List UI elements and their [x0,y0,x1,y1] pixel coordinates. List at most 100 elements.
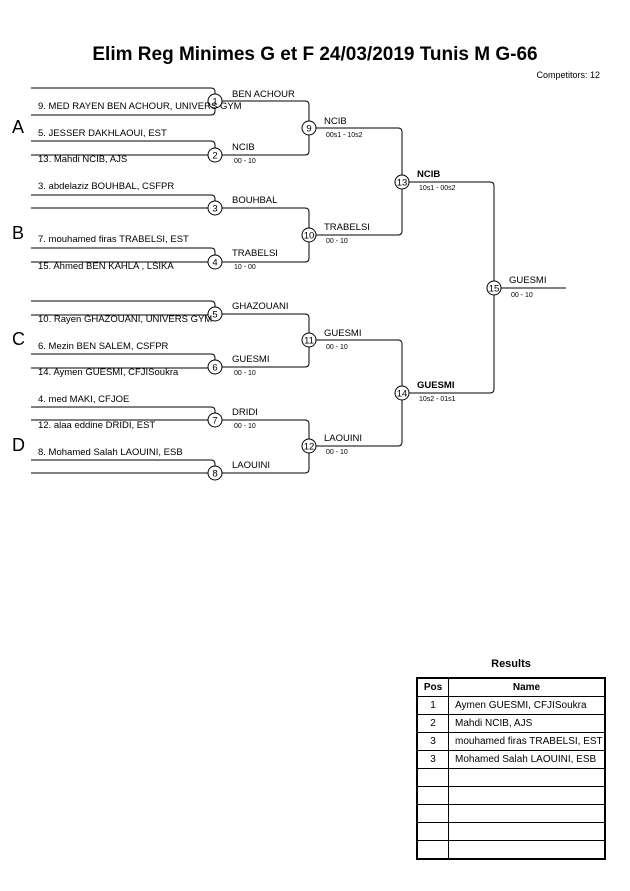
result-pos: 3 [416,750,449,769]
r1-winner: BEN ACHOUR [232,89,295,100]
match-circle-r1-label: 5 [212,310,217,321]
table-row [416,768,606,787]
match-circle-r2-label: 11 [304,336,314,347]
sf-bracket [316,339,403,447]
results-header-row: Pos Name [416,677,606,697]
pool-letter: C [12,329,25,349]
final-score: 00 - 10 [511,292,533,299]
entry-name: 14. Aymen GUESMI, CFJISoukra [38,367,179,378]
entry-name: 9. MED RAYEN BEN ACHOUR, UNIVERS GYM [38,101,242,112]
entry-name: 12. alaa eddine DRIDI, EST [38,420,155,431]
entry-name: 10. Rayen GHAZOUANI, UNIVERS GYM [38,314,212,325]
r1-bracket [31,459,216,474]
entry-name: 3. abdelaziz BOUHBAL, CSFPR [38,181,174,192]
r1-bracket [31,194,216,209]
result-name [448,840,606,860]
r1-winner: BOUHBAL [232,195,277,206]
r1-score: 00 - 10 [234,158,256,165]
match-circle-r1-label: 8 [212,469,217,480]
match-circle-r1-label: 3 [212,204,217,215]
sf-score: 10s1 - 00s2 [419,185,456,192]
table-row [416,804,606,823]
r1-bracket [31,140,216,156]
sf-bracket [316,127,403,236]
r1-winner: TRABELSI [232,248,278,259]
result-name [448,822,606,841]
r1-winner: GUESMI [232,354,269,365]
result-pos [416,768,449,787]
r2-winner: LAOUINI [324,433,362,444]
sf-winner: NCIB [417,169,440,180]
match-circle-r1-label: 4 [212,258,217,269]
entry-name: 5. JESSER DAKHLAOUI, EST [38,128,167,139]
result-pos [416,804,449,823]
page-title: Elim Reg Minimes G et F 24/03/2019 Tunis… [92,44,538,65]
entry-name: 15. Ahmed BEN KAHLA , LSIKA [38,261,174,272]
final-bracket [409,181,495,394]
match-circle-r1-label: 6 [212,363,217,374]
r2-winner: NCIB [324,116,347,127]
pool-letter: B [12,223,24,243]
r1-score: 10 - 00 [234,264,256,271]
match-circle-final-label: 15 [489,284,500,295]
result-name [448,768,606,787]
match-circle-r2-label: 9 [306,124,311,135]
pool-letter: A [12,117,24,137]
match-circle-r1-label: 2 [212,151,217,162]
result-pos [416,786,449,805]
r1-bracket [31,353,216,369]
r2-score: 00 - 10 [326,238,348,245]
result-pos: 2 [416,714,449,733]
match-circle-r1-label: 7 [212,416,217,427]
r1-winner: DRIDI [232,407,258,418]
sf-score: 10s2 - 01s1 [419,396,456,403]
match-circle-sf-label: 13 [397,178,408,189]
entry-name: 6. Mezin BEN SALEM, CSFPR [38,341,169,352]
r1-winner: GHAZOUANI [232,301,288,312]
r1-bracket [31,406,216,421]
r1-score: 00 - 10 [234,423,256,430]
sf-winner: GUESMI [417,380,454,391]
result-pos: 3 [416,732,449,751]
r2-score: 00s1 - 10s2 [326,132,363,139]
table-row [416,840,606,860]
r1-winner: LAOUINI [232,460,270,471]
result-pos [416,822,449,841]
pool-letter: D [12,435,25,455]
result-name: Aymen GUESMI, CFJISoukra [448,696,606,715]
result-pos: 1 [416,696,449,715]
match-circle-r2-label: 10 [304,231,315,242]
col-pos-header: Pos [416,677,449,697]
competitors-count: Competitors: 12 [536,70,600,80]
result-name [448,804,606,823]
table-row [416,822,606,841]
r2-winner: TRABELSI [324,222,370,233]
r2-winner: GUESMI [324,328,361,339]
r1-score: 00 - 10 [234,370,256,377]
r1-bracket [31,300,216,316]
final-winner: GUESMI [509,275,546,286]
entry-name: 4. med MAKI, CFJOE [38,394,129,405]
col-name-header: Name [448,677,606,697]
r1-winner: NCIB [232,142,255,153]
result-pos [416,840,449,860]
results-title: Results [491,658,531,670]
table-row [416,786,606,805]
result-name: mouhamed firas TRABELSI, EST [448,732,606,751]
match-circle-r1-label: 1 [212,97,217,108]
entry-name: 8. Mohamed Salah LAOUINI, ESB [38,447,183,458]
match-circle-r2-label: 12 [304,442,315,453]
r1-bracket [31,247,216,263]
entry-name: 7. mouhamed firas TRABELSI, EST [38,234,189,245]
entry-name: 13. Mahdi NCIB, AJS [38,154,127,165]
r2-score: 00 - 10 [326,344,348,351]
r2-score: 00 - 10 [326,449,348,456]
result-name [448,786,606,805]
